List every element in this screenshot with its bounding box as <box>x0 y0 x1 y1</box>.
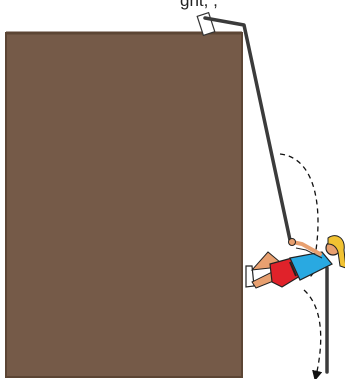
climber-figure <box>246 236 345 288</box>
cliff-wall <box>6 33 242 377</box>
climber-hand <box>289 239 296 246</box>
descent-path-arrow <box>304 290 321 376</box>
